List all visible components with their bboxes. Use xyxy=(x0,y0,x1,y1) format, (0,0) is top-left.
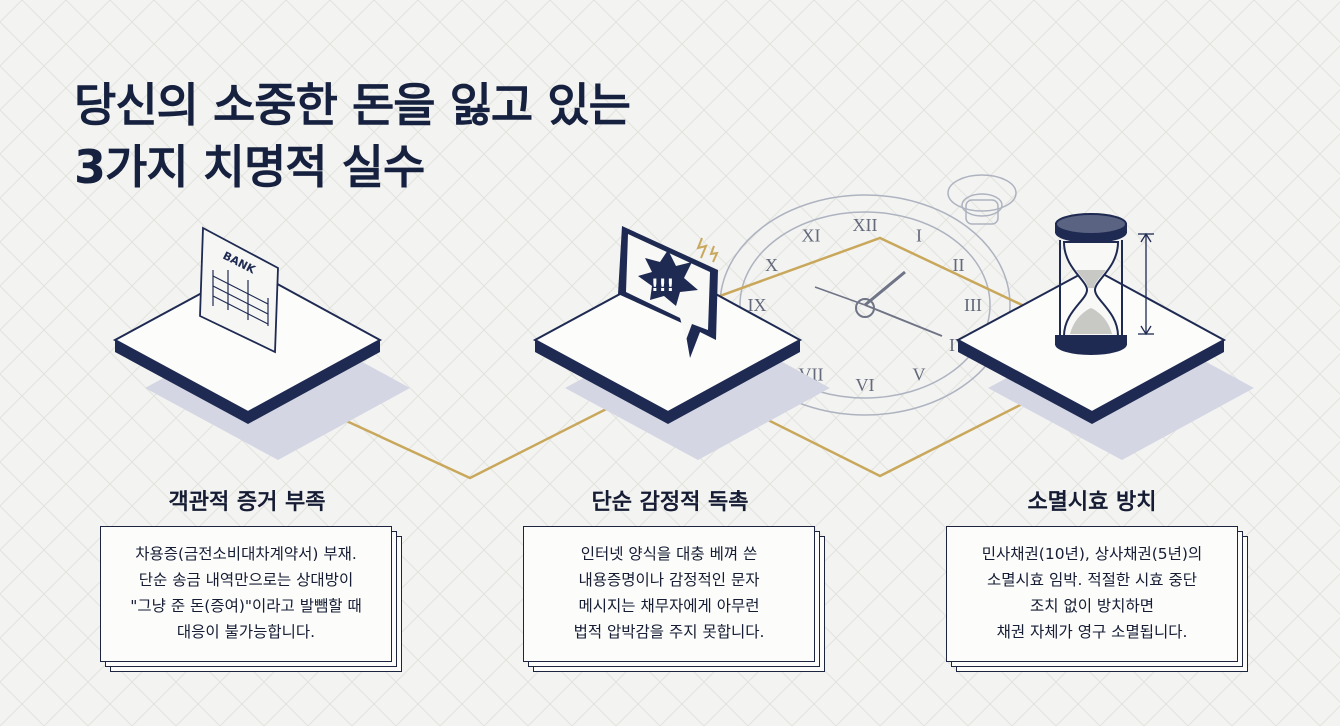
clock-numeral: XII xyxy=(853,215,878,235)
speech-bubble-icon: !!! xyxy=(618,226,719,358)
step-2-line: 법적 압박감을 주지 못합니다. xyxy=(573,623,765,641)
clock-numeral: I xyxy=(916,226,922,246)
step-1-card: 차용증(금전소비대차계약서) 부재. 단순 송금 내역만으로는 상대방이 "그냥… xyxy=(100,526,402,672)
step-3-line: 민사채권(10년), 상사채권(5년)의 xyxy=(981,545,1203,563)
step-2-card: 인터넷 양식을 대충 베껴 쓴 내용증명이나 감정적인 문자 메시지는 채무자에… xyxy=(523,526,825,672)
clock-numeral: XI xyxy=(802,226,821,246)
measure-arrow-icon xyxy=(1138,232,1154,336)
step-1-line: 대응이 불가능합니다. xyxy=(176,623,316,641)
platform-2 xyxy=(532,266,830,460)
clock-numeral: X xyxy=(765,255,778,275)
step-3-card: 민사채권(10년), 상사채권(5년)의 소멸시효 임박. 적절한 시효 중단 … xyxy=(946,526,1248,672)
step-3-line: 채권 자체가 영구 소멸됩니다. xyxy=(996,623,1188,641)
step-3-line: 소멸시효 임박. 적절한 시효 중단 xyxy=(986,571,1198,589)
clock-numeral: II xyxy=(953,255,965,275)
clock-numeral: IX xyxy=(748,295,767,315)
page-title: 당신의 소중한 돈을 잃고 있는 3가지 치명적 실수 xyxy=(74,74,631,198)
step-2-line: 메시지는 채무자에게 아무런 xyxy=(578,597,760,615)
step-1-description: 차용증(금전소비대차계약서) 부재. 단순 송금 내역만으로는 상대방이 "그냥… xyxy=(101,527,391,661)
step-1-line: "그냥 준 돈(증여)"이라고 발뺌할 때 xyxy=(130,597,362,615)
step-2-line: 인터넷 양식을 대충 베껴 쓴 xyxy=(580,545,758,563)
clock-numeral: V xyxy=(913,364,926,384)
title-line-2: 3가지 치명적 실수 xyxy=(74,140,425,194)
step-1-line: 차용증(금전소비대차계약서) 부재. xyxy=(135,545,357,563)
step-3-heading: 소멸시효 방치 xyxy=(1027,490,1157,515)
alert-text: !!! xyxy=(651,276,674,296)
connector-lines xyxy=(289,236,1076,480)
clock-numeral: VI xyxy=(856,375,875,395)
step-3-description: 민사채권(10년), 상사채권(5년)의 소멸시효 임박. 적절한 시효 중단 … xyxy=(947,527,1237,661)
step-3-line: 조치 없이 방치하면 xyxy=(1030,597,1154,615)
step-2-description: 인터넷 양식을 대충 베껴 쓴 내용증명이나 감정적인 문자 메시지는 채무자에… xyxy=(524,527,814,661)
step-1-line: 단순 송금 내역만으로는 상대방이 xyxy=(138,571,354,589)
step-2-line: 내용증명이나 감정적인 문자 xyxy=(578,571,760,589)
clock-numeral: III xyxy=(964,295,982,315)
receipt-icon: BANK xyxy=(199,226,279,354)
step-1-heading: 객관적 증거 부족 xyxy=(168,490,326,515)
hourglass-icon xyxy=(1055,213,1127,355)
title-line-1: 당신의 소중한 돈을 잃고 있는 xyxy=(74,78,631,132)
step-2-heading: 단순 감정적 독촉 xyxy=(591,490,749,515)
